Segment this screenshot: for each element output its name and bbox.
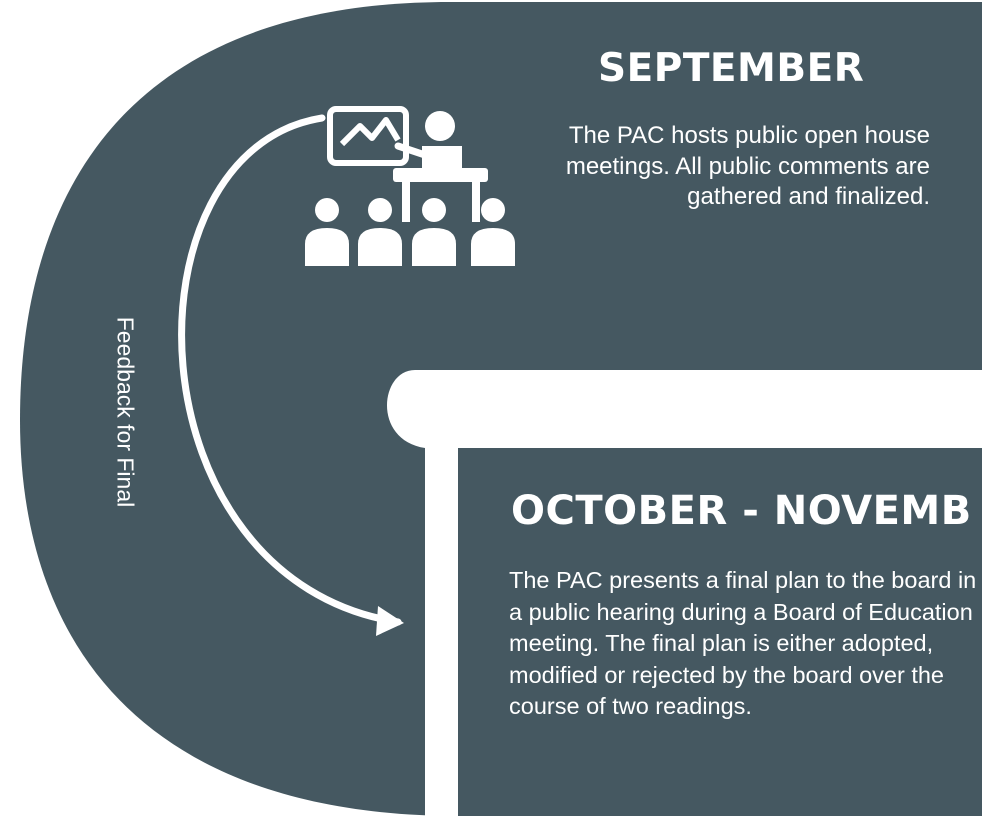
september-description: The PAC hosts public open house meetings… xyxy=(565,122,930,210)
curved-arrow-icon xyxy=(178,114,404,636)
presenter-with-audience-icon xyxy=(305,106,515,266)
september-title: SEPTEMBER xyxy=(598,46,865,91)
october-november-title: OCTOBER - NOVEMB xyxy=(511,488,972,534)
feedback-arrow-label: Feedback for Final xyxy=(112,316,139,508)
october-november-description: The PAC presents a final plan to the boa… xyxy=(509,567,977,719)
track-separator xyxy=(386,370,982,816)
